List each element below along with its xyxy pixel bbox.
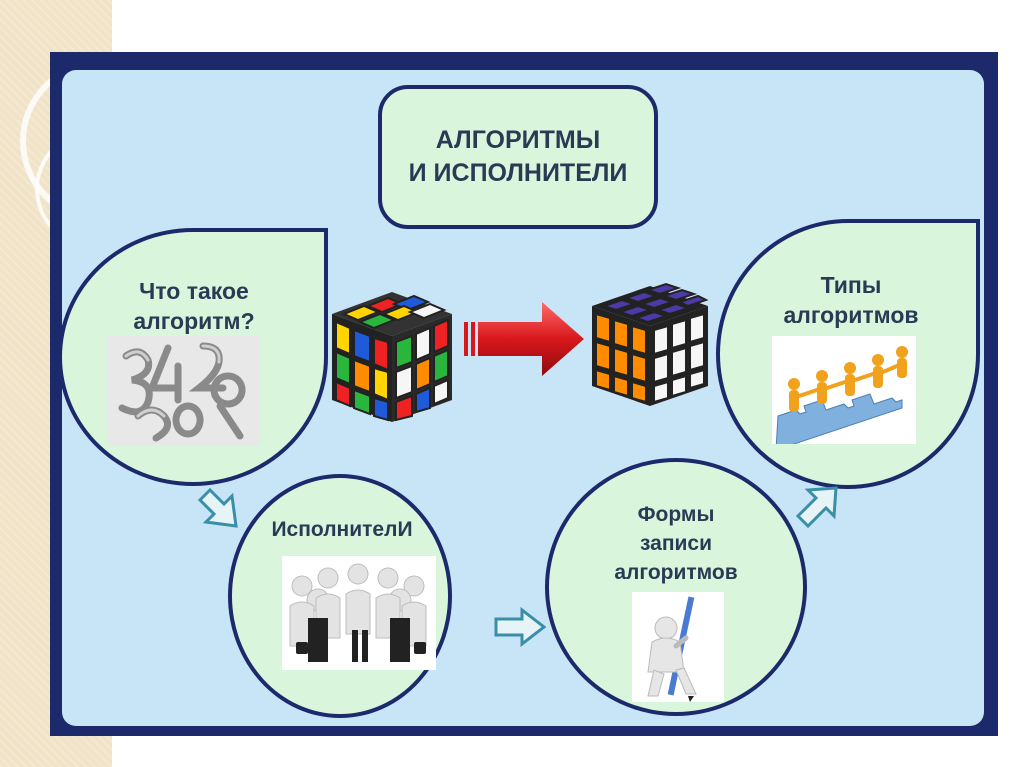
label-algorithm-types: Типы алгоритмов: [783, 272, 919, 328]
hollow-arrow-down-right-icon: [197, 487, 238, 528]
hollow-arrow-up-right-icon: [795, 486, 838, 529]
business-team-icon: [282, 556, 436, 670]
red-arrow-right-icon: [464, 302, 584, 376]
label-executors: ИсполнителИ: [271, 518, 413, 541]
label-algorithm-forms: Формы записи алгоритмов: [614, 503, 738, 584]
title-text: АЛГОРИТМЫ И ИСПОЛНИТЕЛИ: [408, 126, 628, 187]
label-what-is-algorithm: Что такое алгоритм?: [133, 278, 255, 334]
digits-3d-icon: [108, 336, 260, 446]
people-puzzle-chain-icon: [772, 336, 916, 451]
hollow-arrow-right-icon: [494, 607, 547, 647]
person-with-pen-icon: [632, 592, 724, 702]
title-box: АЛГОРИТМЫ И ИСПОЛНИТЕЛИ: [378, 85, 658, 229]
rubiks-cube-solved-icon: [592, 282, 709, 406]
rubiks-cube-scrambled-icon: [332, 292, 452, 422]
